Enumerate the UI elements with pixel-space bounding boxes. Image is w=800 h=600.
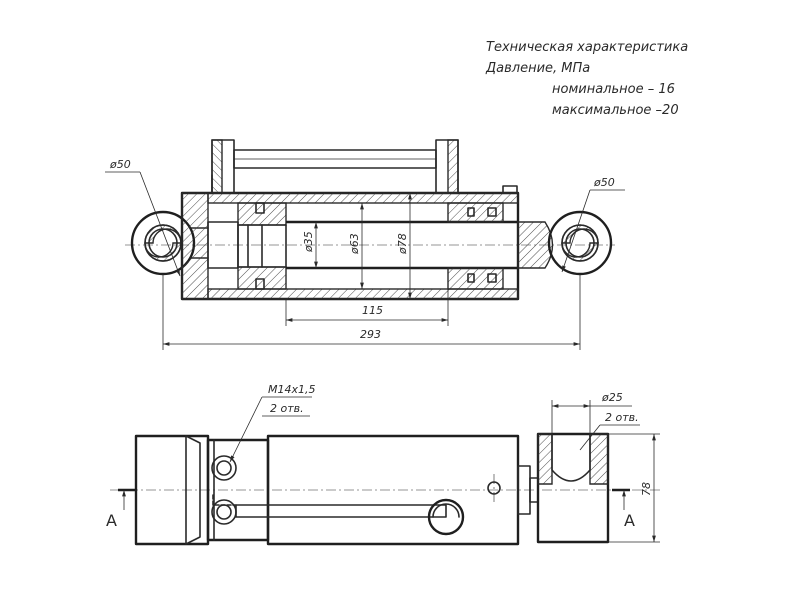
section-left-label: A	[106, 511, 117, 530]
right-eye-hatch-lower	[561, 242, 599, 262]
dim-piston-dia-label: ø63	[348, 233, 361, 255]
piston-bottom	[237, 266, 287, 290]
port-block-left-hatch	[211, 139, 223, 194]
rod-eye-hatch-right	[589, 433, 609, 485]
gland-seal-top	[487, 207, 497, 217]
section-mark-left: A	[106, 488, 136, 530]
dim-port-thread-leader	[229, 396, 263, 463]
right-eye-outer	[547, 210, 613, 276]
dim-pin-count-label: 2 отв.	[605, 411, 639, 424]
piston-seal-top	[255, 202, 265, 214]
technical-spec-block: Техническая характеристика Давление, МПа…	[485, 40, 688, 118]
gland-bottom	[447, 267, 504, 290]
gland-head	[447, 185, 518, 290]
gland-nut-top	[502, 185, 518, 194]
top-section-view: ø35 ø63 ø78 115 293 ø5	[105, 139, 625, 350]
port-tube	[211, 139, 459, 194]
dim-barrel-dia: ø78	[396, 193, 412, 299]
dim-stroke: 115	[285, 289, 449, 326]
port-hole-upper-inner	[216, 460, 232, 476]
dim-right-eye-label: ø50	[593, 176, 615, 189]
rod-end-hatch	[517, 221, 554, 269]
piston-seal-bottom	[255, 278, 265, 290]
rod-eye-hatch-left	[537, 433, 553, 485]
port-hidden-line	[212, 494, 237, 506]
piston-top	[237, 202, 287, 226]
port-hole-lower-inner	[216, 504, 232, 520]
spec-title: Техническая характеристика	[486, 40, 688, 55]
gland-seal-bottom-2	[467, 273, 475, 283]
dim-overall: 293	[162, 274, 581, 350]
dim-barrel-dia-label: ø78	[396, 233, 409, 255]
port-hole-upper-outer	[211, 455, 237, 481]
dim-height: 78	[608, 433, 660, 543]
dim-overall-label: 293	[360, 328, 381, 341]
rod-eye-hole-contour	[551, 433, 591, 482]
dim-rod-dia-label: ø35	[302, 231, 315, 253]
bottom-cap	[181, 192, 209, 300]
bottom-external-view: ø25 2 отв. 78 M14x1,5 2 отв. A	[106, 383, 660, 546]
bottom-cap-chamfer	[185, 435, 201, 545]
section-right-label: A	[624, 511, 635, 530]
dim-right-eye: ø50	[561, 176, 625, 273]
tube-elbow	[427, 498, 465, 536]
spec-nominal: номинальное – 16	[552, 82, 675, 97]
gland-seal-top-2	[467, 207, 475, 217]
barrel-wall-top	[207, 192, 519, 204]
dim-pin-hole: ø25 2 отв.	[551, 391, 640, 451]
external-tube	[235, 504, 447, 518]
barrel-wall-bottom	[207, 288, 519, 300]
piston-assembly	[237, 202, 287, 290]
dim-rod-dia: ø35	[302, 222, 318, 268]
dim-pin-hole-label: ø25	[601, 391, 623, 404]
tube-elbow-inner	[432, 503, 460, 518]
dim-piston-dia: ø63	[348, 203, 364, 289]
dim-port-thread: M14x1,5 2 отв.	[229, 383, 316, 463]
rod-eye-side	[536, 432, 610, 544]
dim-port-thread-label: M14x1,5	[268, 383, 316, 396]
left-eye-bushing-hatch-lower	[144, 242, 182, 262]
gland-seal-bottom	[487, 273, 497, 283]
spec-maximal: максимальное –20	[552, 103, 679, 118]
left-eye-bushing-hatch	[144, 224, 182, 244]
port-block-right-hatch	[447, 139, 459, 194]
dim-left-eye: ø50	[105, 158, 181, 277]
dim-stroke-label: 115	[362, 304, 383, 317]
dim-height-label: 78	[640, 482, 653, 496]
right-eye-hatch	[561, 224, 599, 244]
section-mark-right: A	[612, 488, 635, 530]
dim-left-eye-leader	[139, 171, 181, 277]
dim-port-count-label: 2 отв.	[270, 402, 304, 415]
gland-top	[447, 202, 504, 223]
port-hole-lower-outer	[211, 499, 237, 525]
dim-left-eye-label: ø50	[109, 158, 131, 171]
spec-pressure: Давление, МПа	[485, 61, 590, 76]
dim-right-eye-leader	[561, 189, 591, 273]
dim-pin-count-leader	[579, 424, 601, 451]
